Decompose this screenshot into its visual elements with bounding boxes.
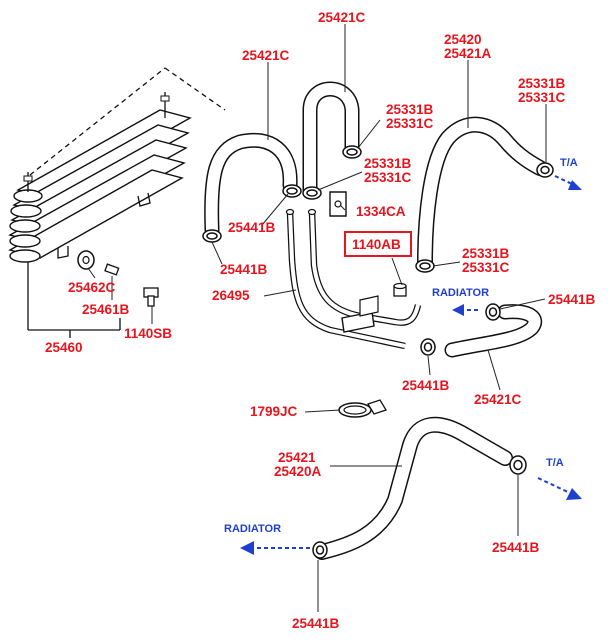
arrow-ta-top [554, 175, 582, 190]
clamp-25441B-r [485, 303, 501, 321]
arrow-ta-bottom [537, 477, 582, 500]
label-25331C-mid-1: 25331C [386, 116, 434, 131]
label-25441B-a: 25441B [228, 220, 276, 235]
leader-lines [87, 24, 547, 612]
hose-25421C-mid [444, 304, 543, 358]
bolt-1140SB [143, 287, 159, 307]
highlight-box-1140AB [344, 231, 412, 257]
label-25441B-right: 25441B [548, 292, 596, 307]
grommet-25462C [77, 250, 95, 270]
label-1334CA: 1334CA [356, 204, 406, 219]
label-25462C: 25462C [68, 280, 116, 295]
label-25461B: 25461B [82, 302, 130, 317]
label-25331B-top-right: 25331B [518, 76, 566, 91]
label-1799JC: 1799JC [250, 404, 298, 419]
clamp-25331-m3 [415, 259, 435, 273]
arrow-radiator-bottom [240, 541, 310, 555]
label-25420: 25420 [444, 32, 482, 47]
direction-radiator-bottom: RADIATOR [224, 523, 281, 535]
pipe-assembly-26495 [285, 208, 422, 350]
arrow-radiator-mid [452, 304, 478, 316]
label-25331C-mid-2: 25331C [364, 170, 412, 185]
hose-25421C-top [302, 81, 360, 200]
label-25441B-bottom-right: 25441B [492, 540, 540, 555]
oil-cooler-25460 [8, 67, 226, 338]
clamp-25441B-br [509, 455, 527, 475]
hose-25421-bottom [314, 416, 513, 560]
label-25331B-mid-2: 25331B [364, 156, 412, 171]
clamp-25331-m2 [302, 186, 322, 200]
clamp-25441B-c [420, 338, 436, 356]
clamp-1799JC [338, 399, 387, 418]
hose-25421C-left [204, 132, 298, 238]
label-25421A: 25421A [444, 46, 492, 61]
label-25441B-b: 25441B [220, 262, 268, 277]
label-25460: 25460 [45, 340, 83, 355]
label-25441B-center: 25441B [402, 378, 450, 393]
clamp-25441B-a [202, 229, 222, 243]
label-26495: 26495 [212, 288, 250, 303]
hose-25420 [417, 116, 548, 270]
clamp-25331-tr [536, 162, 554, 178]
bracket-1334CA [329, 191, 347, 217]
label-25421C-mid: 25421C [474, 392, 522, 407]
label-25421C-left: 25421C [242, 48, 290, 63]
clamp-25331-m1 [342, 145, 362, 159]
label-25331B-mid-3: 25331B [462, 246, 510, 261]
clamp-25441B-b [282, 184, 302, 198]
label-25331C-top-right: 25331C [518, 90, 566, 105]
label-25331B-mid-1: 25331B [386, 102, 434, 117]
direction-ta-bottom: T/A [546, 457, 564, 469]
label-25420A: 25420A [274, 464, 322, 479]
bolt-1140AB [393, 282, 407, 297]
direction-radiator-mid: RADIATOR [432, 287, 489, 299]
part-labels: 25421C 25421C 25420 25421A 25331B 25331C… [45, 10, 596, 631]
direction-ta-top: T/A [560, 157, 578, 169]
label-25441B-bottom: 25441B [292, 616, 340, 631]
label-1140SB: 1140SB [124, 326, 172, 341]
collar-25461B [104, 263, 120, 276]
label-25331C-mid-3: 25331C [462, 260, 510, 275]
label-25421C-top: 25421C [318, 10, 366, 25]
label-25421: 25421 [278, 450, 316, 465]
clamp-25441B-bot [312, 541, 328, 559]
label-1140AB[interactable]: 1140AB [352, 237, 401, 252]
direction-labels: T/A RADIATOR T/A RADIATOR [224, 157, 578, 535]
